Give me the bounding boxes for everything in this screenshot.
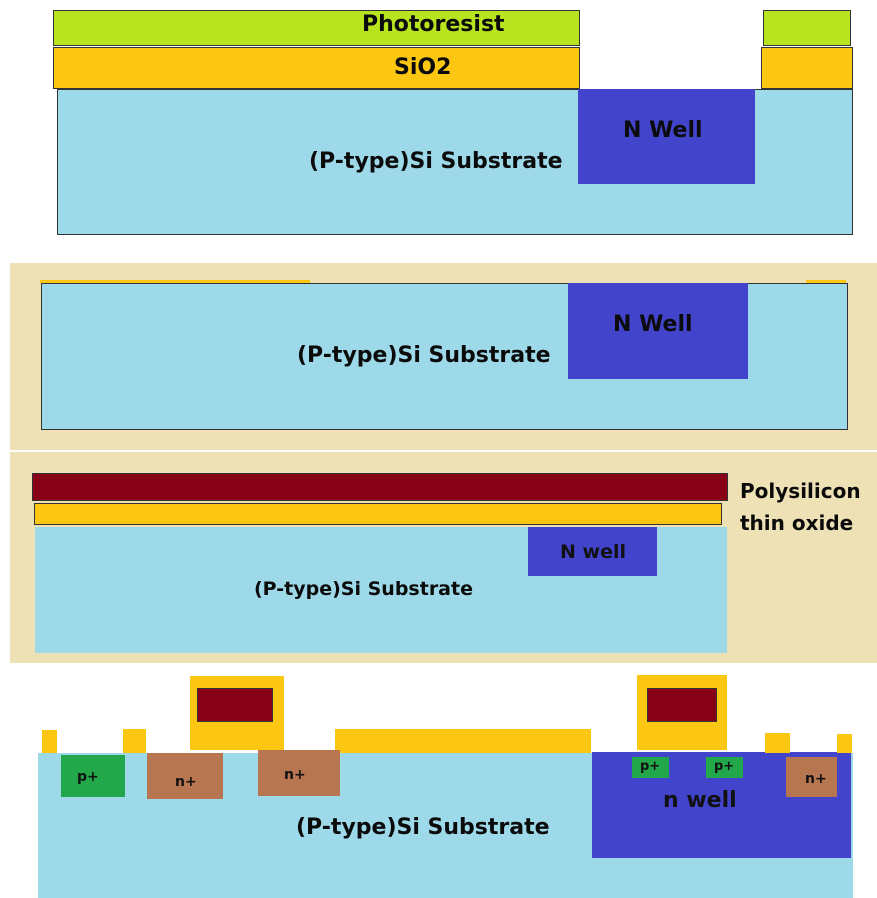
sio2-layer-left	[53, 47, 580, 89]
p-plus-label: p+	[714, 759, 735, 774]
oxide-residue-right	[806, 280, 846, 283]
thin-oxide-label: thin oxide	[740, 511, 854, 535]
n-plus-label: n+	[175, 774, 197, 790]
n-well-region	[528, 527, 657, 576]
p-plus-label: p+	[640, 759, 661, 774]
n-well-region	[578, 89, 755, 184]
sio2-label: SiO2	[394, 55, 452, 80]
substrate-label: (P-type)Si Substrate	[254, 578, 473, 600]
n-plus-label: n+	[805, 771, 827, 787]
field-oxide	[335, 729, 591, 753]
oxide-residue	[40, 280, 310, 283]
n-plus-diffusion	[786, 757, 837, 797]
polysilicon-layer	[32, 473, 728, 501]
substrate-label: (P-type)Si Substrate	[297, 343, 551, 368]
field-oxide	[123, 729, 146, 753]
field-oxide	[765, 733, 790, 753]
p-plus-label: p+	[77, 769, 99, 785]
p-plus-diffusion	[706, 757, 743, 778]
photoresist-layer-left	[53, 10, 580, 46]
sio2-layer-right	[761, 47, 853, 89]
field-oxide	[42, 730, 57, 753]
photoresist-layer-right	[763, 10, 851, 46]
n-well-label: N Well	[623, 118, 703, 143]
polysilicon-label: Polysilicon	[740, 479, 861, 503]
n-plus-diffusion	[258, 750, 340, 796]
substrate-label: (P-type)Si Substrate	[309, 149, 563, 174]
substrate-label: (P-type)Si Substrate	[296, 815, 550, 840]
polysilicon-gate	[197, 688, 273, 722]
p-plus-diffusion	[632, 757, 669, 778]
n-plus-diffusion	[147, 753, 223, 799]
photoresist-label: Photoresist	[362, 12, 505, 37]
field-oxide	[837, 734, 852, 753]
n-well-label: n well	[663, 788, 737, 813]
n-well-label: N Well	[613, 312, 693, 337]
n-plus-label: n+	[284, 767, 306, 783]
polysilicon-gate	[647, 688, 717, 722]
thin-oxide-layer	[34, 503, 722, 525]
n-well-label: N well	[560, 541, 626, 563]
n-well-region	[568, 283, 748, 379]
p-plus-diffusion	[61, 755, 125, 797]
